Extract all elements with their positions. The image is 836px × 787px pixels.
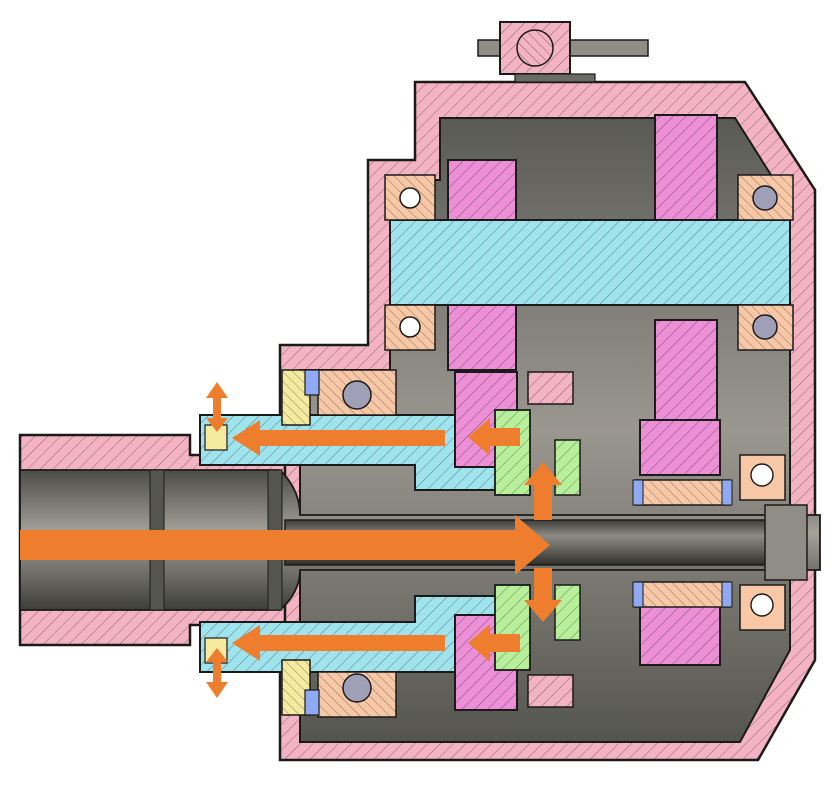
quill-bearings (317, 369, 397, 718)
flow-arrow-upper-left (232, 420, 445, 456)
countershaft-right-bearings (737, 174, 794, 351)
flow-arrows (20, 382, 562, 698)
flow-arrow-main (20, 515, 550, 575)
countershaft (389, 219, 791, 306)
planet-gears (494, 409, 581, 671)
flow-arrow-down (524, 568, 562, 622)
flow-arrow-up (524, 462, 562, 520)
countershaft-left-bearings (384, 174, 436, 351)
flow-arrow-lower-left (232, 625, 445, 661)
flow-arrow-seal-bottom (206, 648, 228, 698)
thrust-bearings (632, 454, 786, 631)
shaft-seals (281, 369, 320, 716)
breather-plug (477, 21, 649, 83)
countershaft-gears (447, 114, 718, 421)
flow-arrow-seal-top (206, 382, 228, 432)
